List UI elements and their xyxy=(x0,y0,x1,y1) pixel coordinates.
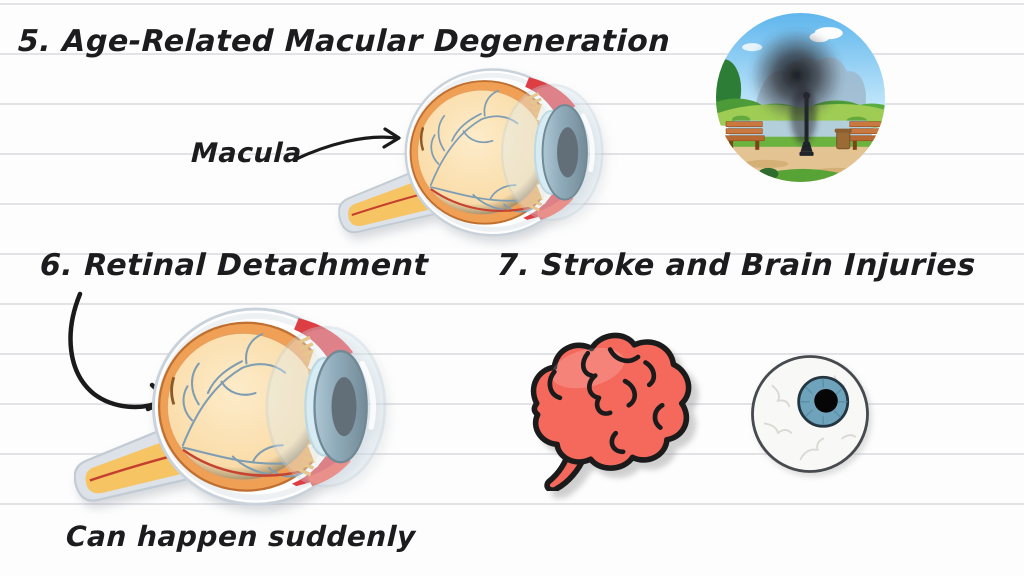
vision-loss-simulation-image xyxy=(716,13,885,182)
retinal-detachment-heading: 6. Retinal Detachment xyxy=(39,248,430,283)
trash-bin xyxy=(834,128,852,150)
retinal-detachment-eye-diagram xyxy=(74,293,403,543)
shrub xyxy=(758,167,779,180)
suddenly-caption: Can happen suddenly xyxy=(65,520,417,553)
brain-folds xyxy=(547,347,665,455)
eyeball-pupil xyxy=(814,389,838,413)
macula-label: Macula xyxy=(190,138,303,169)
eyeball-illustration xyxy=(751,355,869,473)
central-scotoma-blur xyxy=(749,28,844,144)
amd-heading: 5. Age-Related Macular Degeneration xyxy=(17,24,671,59)
iris-texture xyxy=(799,378,848,426)
macula-arrow xyxy=(292,127,401,162)
stroke-heading: 7. Stroke and Brain Injuries xyxy=(496,248,977,283)
brain-illustration xyxy=(530,332,692,491)
amd-eye-diagram xyxy=(338,56,618,268)
